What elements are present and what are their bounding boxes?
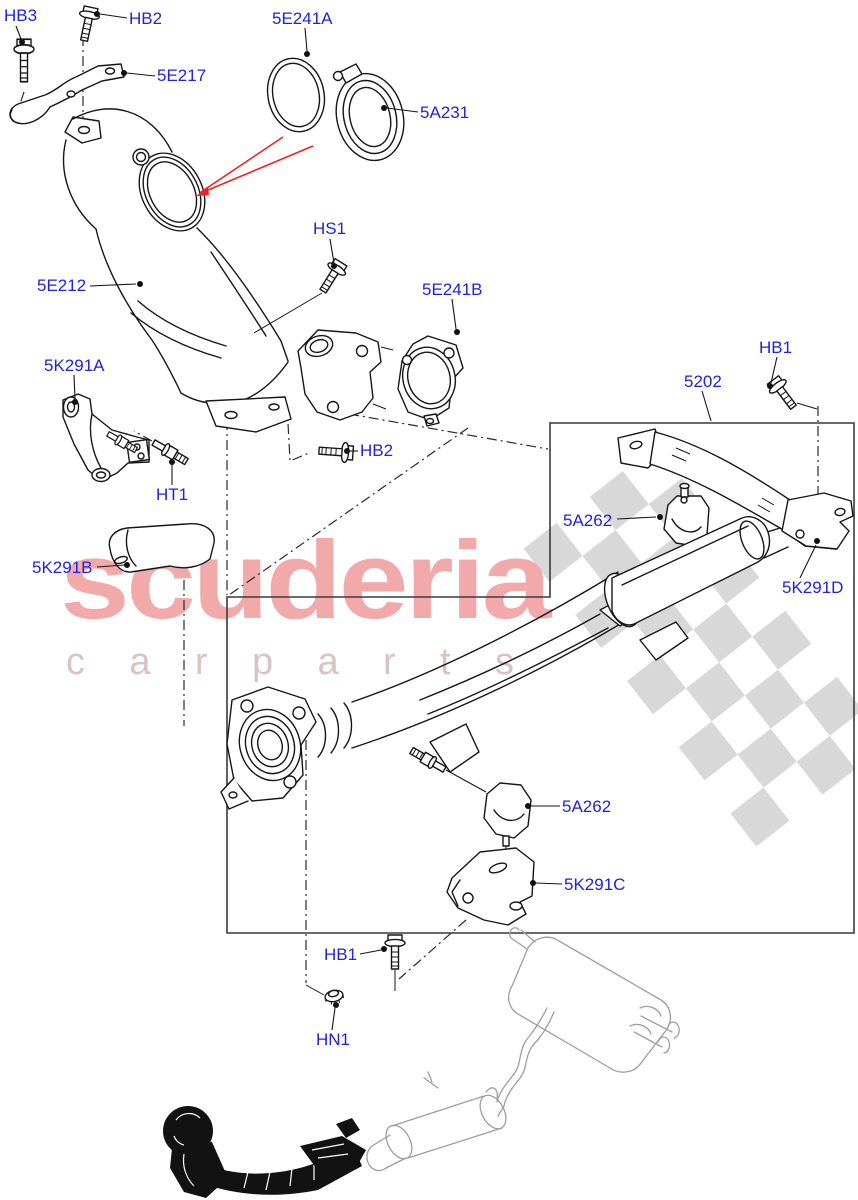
gasket-ring-5e241a-drawing: [266, 57, 326, 133]
hanger-bracket-5e217-drawing: [9, 63, 125, 125]
part-label-5k291d: 5K291D: [782, 578, 843, 597]
bolt-hb1-bottom-drawing: [384, 934, 406, 970]
locator-rear-section-gray: [366, 927, 680, 1172]
stud-hs1-drawing: [313, 256, 351, 298]
part-label-hb2-top: HB2: [129, 9, 162, 28]
part-label-5a262-lower: 5A262: [562, 797, 611, 816]
hn1-axis: [305, 984, 325, 996]
bracket-5202-drawing: [617, 428, 854, 559]
hb1-right-axis: [796, 402, 818, 410]
mount-5a262-lower-drawing: [483, 782, 532, 858]
red-pointer-arrows: [196, 136, 314, 196]
part-label-5e241b: 5E241B: [422, 280, 483, 299]
watermark-sub-text: carparts: [66, 641, 554, 683]
center-exhaust-pipe-drawing: [220, 516, 771, 810]
bolt-hb2-top-drawing: [73, 4, 102, 44]
stud-axis-line: [445, 769, 487, 793]
part-label-hb2-mid: HB2: [360, 441, 393, 460]
hs1-axis-line: [253, 292, 323, 334]
bolt-hb3-drawing: [13, 38, 35, 83]
vehicle-exhaust-locator: [163, 927, 680, 1198]
bracket-5k291c-drawing: [446, 847, 535, 926]
bolt-hb1-right-drawing: [764, 373, 803, 414]
assembly-outline-box: [226, 422, 855, 934]
clamp-5a231-drawing: [332, 63, 405, 162]
part-labels: HB3 HB2 5E241A 5E217 5A231 HS1 5E212 5E2…: [4, 6, 843, 1049]
part-label-5a231: 5A231: [420, 103, 469, 122]
locator-front-section-black: [163, 1106, 366, 1198]
bracket-5k291a-drawing: [62, 393, 150, 483]
part-label-5e217: 5E217: [157, 66, 206, 85]
gasket-5e241b-drawing: [397, 335, 464, 427]
part-label-hn1: HN1: [316, 1030, 350, 1049]
part-label-5k291c: 5K291C: [564, 875, 625, 894]
part-label-ht1: HT1: [156, 485, 188, 504]
catalytic-converter-5e212-drawing: [62, 108, 394, 433]
part-label-5a262-upper: 5A262: [563, 511, 612, 530]
heat-shield-5k291b-drawing: [108, 523, 215, 573]
part-label-5k291b: 5K291B: [32, 558, 93, 577]
part-label-hs1: HS1: [313, 219, 346, 238]
part-label-5e241a: 5E241A: [272, 9, 333, 28]
part-label-hb1-right: HB1: [759, 338, 792, 357]
label-leader-lines: [15, 11, 820, 1031]
part-label-hb3: HB3: [4, 6, 37, 25]
part-label-hb1-bottom: HB1: [324, 945, 357, 964]
part-label-5e212: 5E212: [37, 276, 86, 295]
part-label-5k291a: 5K291A: [44, 356, 105, 375]
part-label-5202: 5202: [684, 372, 722, 391]
